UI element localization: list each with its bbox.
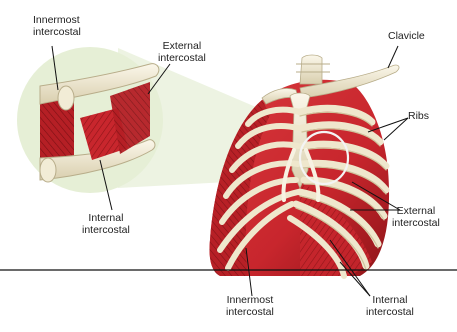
magnifier-inset	[17, 47, 163, 193]
label-ribs: Ribs	[408, 110, 429, 122]
rib-cage	[209, 55, 398, 276]
label-clavicle: Clavicle	[388, 30, 425, 42]
